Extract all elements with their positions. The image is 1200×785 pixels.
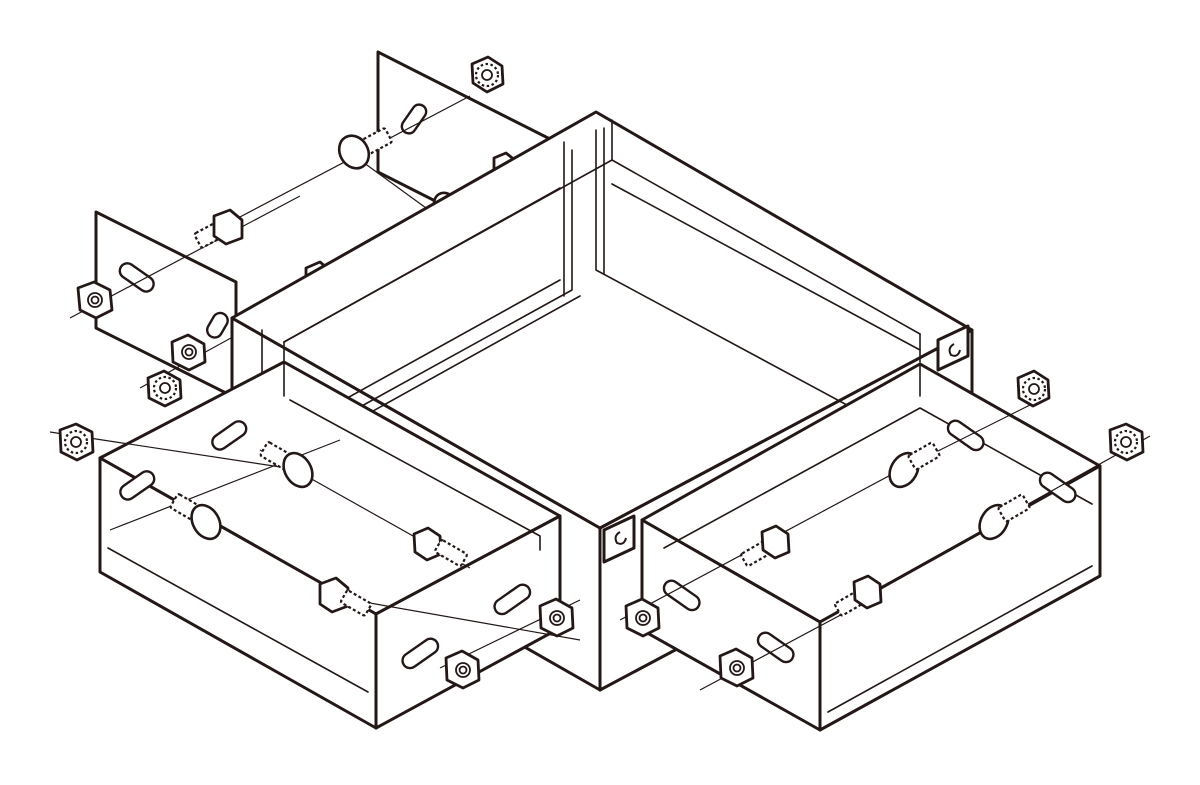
carriage-bolt-left-2	[169, 493, 222, 541]
hex-bolt-right-2	[834, 574, 883, 617]
flange-nut-right-2	[718, 647, 755, 688]
tee-body-top-rim	[230, 110, 974, 530]
flange-nut-left-2	[538, 597, 575, 638]
end-tab-front	[602, 514, 636, 564]
flange-nut-right-1	[624, 597, 661, 638]
carriage-bolt-left-1	[259, 441, 314, 489]
hex-bolt-left-1	[412, 526, 468, 567]
flange-nut-right-3	[1016, 369, 1051, 408]
hex-bolt-back-1	[193, 208, 244, 249]
flange-nut-back-1	[470, 55, 505, 94]
flange-nut-back-4	[146, 369, 183, 408]
flange-nut-back-2	[76, 280, 114, 320]
end-tab-right	[936, 324, 970, 372]
hex-bolt-left-2	[318, 576, 372, 617]
flange-nut-left-1	[58, 422, 95, 462]
hex-bolt-right-1	[740, 524, 791, 567]
carriage-bolt-right-2	[978, 493, 1031, 541]
flange-nut-right-4	[1108, 422, 1145, 462]
front-fasteners	[58, 369, 1145, 690]
carriage-bolt-back-1	[337, 127, 393, 170]
carriage-bolt-right-1	[888, 441, 941, 489]
flange-nut-left-3	[444, 649, 481, 690]
flange-nut-back-3	[170, 333, 207, 372]
